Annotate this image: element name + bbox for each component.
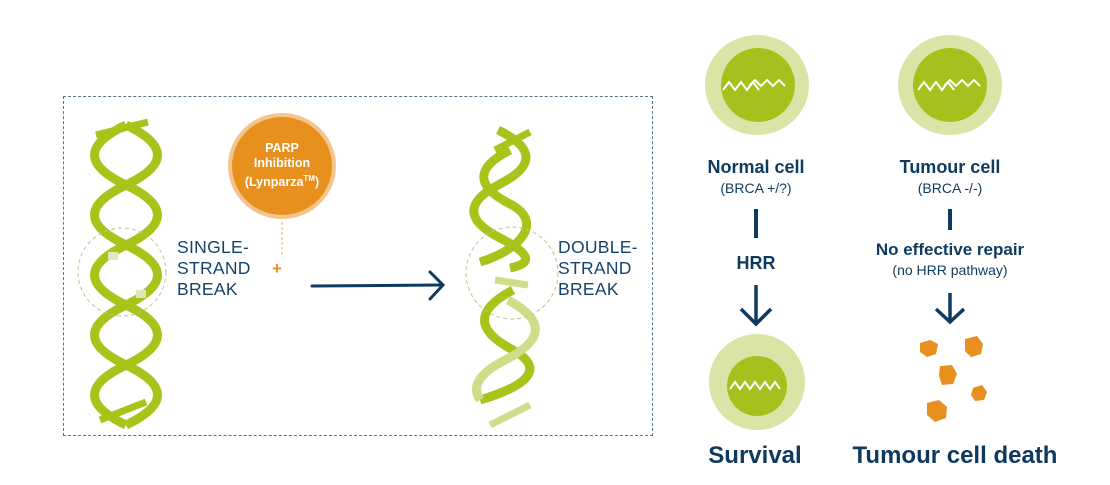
parp-line: Inhibition: [253, 156, 311, 171]
dna-helix-single-break: [90, 118, 162, 430]
label-line: DOUBLE-: [558, 237, 638, 257]
parp-drug-line: (LynparzaTM): [245, 171, 319, 190]
no-repair-label: No effective repair: [875, 240, 1025, 259]
tumour-cell-subtitle: (BRCA -/-): [917, 180, 983, 196]
break-gap: [136, 290, 146, 298]
label-line: SINGLE-: [177, 237, 250, 257]
normal-cell-icon: [705, 35, 809, 135]
label-line: BREAK: [177, 279, 238, 299]
no-hrr-note: (no HRR pathway): [892, 262, 1008, 278]
tumour-cell-icon: [898, 35, 1002, 135]
break-highlight-circle: [77, 227, 167, 317]
process-frame: [63, 96, 653, 436]
tumour-cell-title: Tumour cell: [899, 157, 1001, 177]
normal-cell-title: Normal cell: [707, 157, 805, 177]
double-strand-break-label: DOUBLE- STRAND BREAK: [558, 237, 638, 300]
parp-line: PARP: [265, 141, 299, 156]
hrr-label: HRR: [736, 253, 776, 273]
transition-arrow: [310, 270, 446, 301]
tumour-death-label: Tumour cell death: [852, 442, 1058, 469]
drug-name: (Lynparza: [244, 175, 304, 190]
drug-paren: ): [314, 175, 320, 190]
label-line: STRAND: [177, 258, 251, 278]
plus-icon: +: [272, 259, 282, 278]
dna-helix-double-break: [469, 125, 540, 429]
parp-inhibition-badge: PARP Inhibition (LynparzaTM): [232, 117, 332, 215]
trademark: TM: [303, 174, 315, 184]
normal-down-arrow: [739, 285, 773, 327]
tumour-down-arrow: [934, 293, 966, 325]
normal-cell-subtitle: (BRCA +/?): [720, 180, 792, 196]
break-highlight-circle: [465, 226, 559, 320]
label-line: BREAK: [558, 279, 619, 299]
survival-label: Survival: [708, 442, 802, 469]
break-gap: [108, 252, 118, 260]
survival-cell-icon: [709, 334, 805, 430]
tumour-debris-icon: [920, 336, 987, 422]
label-line: STRAND: [558, 258, 632, 278]
single-strand-break-label: SINGLE- STRAND BREAK: [177, 237, 251, 300]
